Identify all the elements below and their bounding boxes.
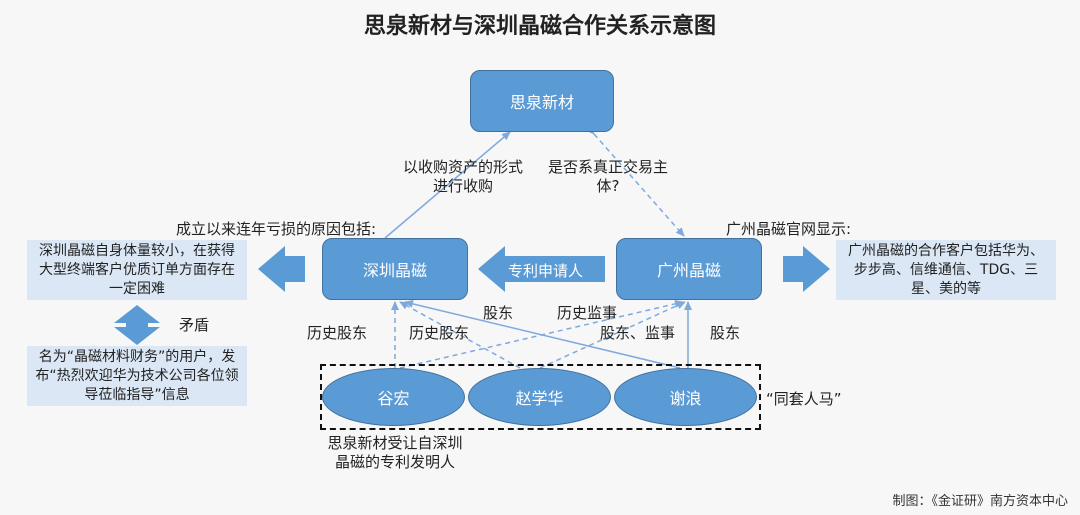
label-hist-holder-1: 历史股东 <box>307 324 368 342</box>
label-hist-supervisor: 历史监事 <box>557 304 618 322</box>
group-label: “同套人马” <box>766 390 842 408</box>
label-real-subject: 是否系真正交易主体? <box>547 158 668 195</box>
credit-line: 制图：《金证研》南方资本中心 <box>892 494 1068 509</box>
contradiction-double-arrow <box>114 305 160 345</box>
person-xielang: 谢浪 <box>614 368 757 426</box>
label-holder-supervisor: 股东、监事 <box>600 324 676 342</box>
person-guhong: 谷宏 <box>322 368 465 426</box>
people-group-box <box>320 364 761 430</box>
contradiction-label: 矛盾 <box>179 316 210 334</box>
edge-acquisition <box>384 131 511 239</box>
label-holder-gz: 股东 <box>710 324 741 342</box>
edge-real-subject <box>585 125 685 237</box>
diagram-title: 思泉新材与深圳晶磁合作关系示意图 <box>363 14 716 39</box>
right-customers-note: 广州晶磁的合作客户包括华为、步步高、信维通信、TDG、三星、美的等 <box>836 240 1056 300</box>
left-header: 成立以来连年亏损的原因包括: <box>176 220 377 238</box>
label-holder-sz: 股东 <box>483 304 514 322</box>
label-hist-holder-2: 历史股东 <box>409 324 470 342</box>
patent-block-arrow <box>478 246 605 292</box>
left-block-arrow <box>258 246 305 292</box>
edge-zhao-shenzhen <box>399 301 521 369</box>
right-block-arrow <box>783 246 830 292</box>
inventors-note: 思泉新材受让自深圳晶磁的专利发明人 <box>327 434 463 471</box>
label-acquisition: 以收购资产的形式进行收购 <box>402 158 523 195</box>
label-patent-applicant: 专利申请人 <box>508 262 584 280</box>
person-zhaoxuehua: 赵学华 <box>468 368 611 426</box>
right-header: 广州晶磁官网显示: <box>726 220 852 238</box>
node-shenzhen: 深圳晶磁 <box>322 238 468 300</box>
user-post-note: 名为“晶磁材料财务”的用户，发布“热烈欢迎华为技术公司各位领导莅临指导”信息 <box>27 346 247 406</box>
node-guangzhou: 广州晶磁 <box>616 238 762 300</box>
edge-guhong-guangzhou <box>399 299 684 369</box>
node-siquan: 思泉新材 <box>470 70 614 132</box>
left-reason-note: 深圳晶磁自身体量较小，在获得大型终端客户优质订单方面存在一定困难 <box>27 240 247 300</box>
